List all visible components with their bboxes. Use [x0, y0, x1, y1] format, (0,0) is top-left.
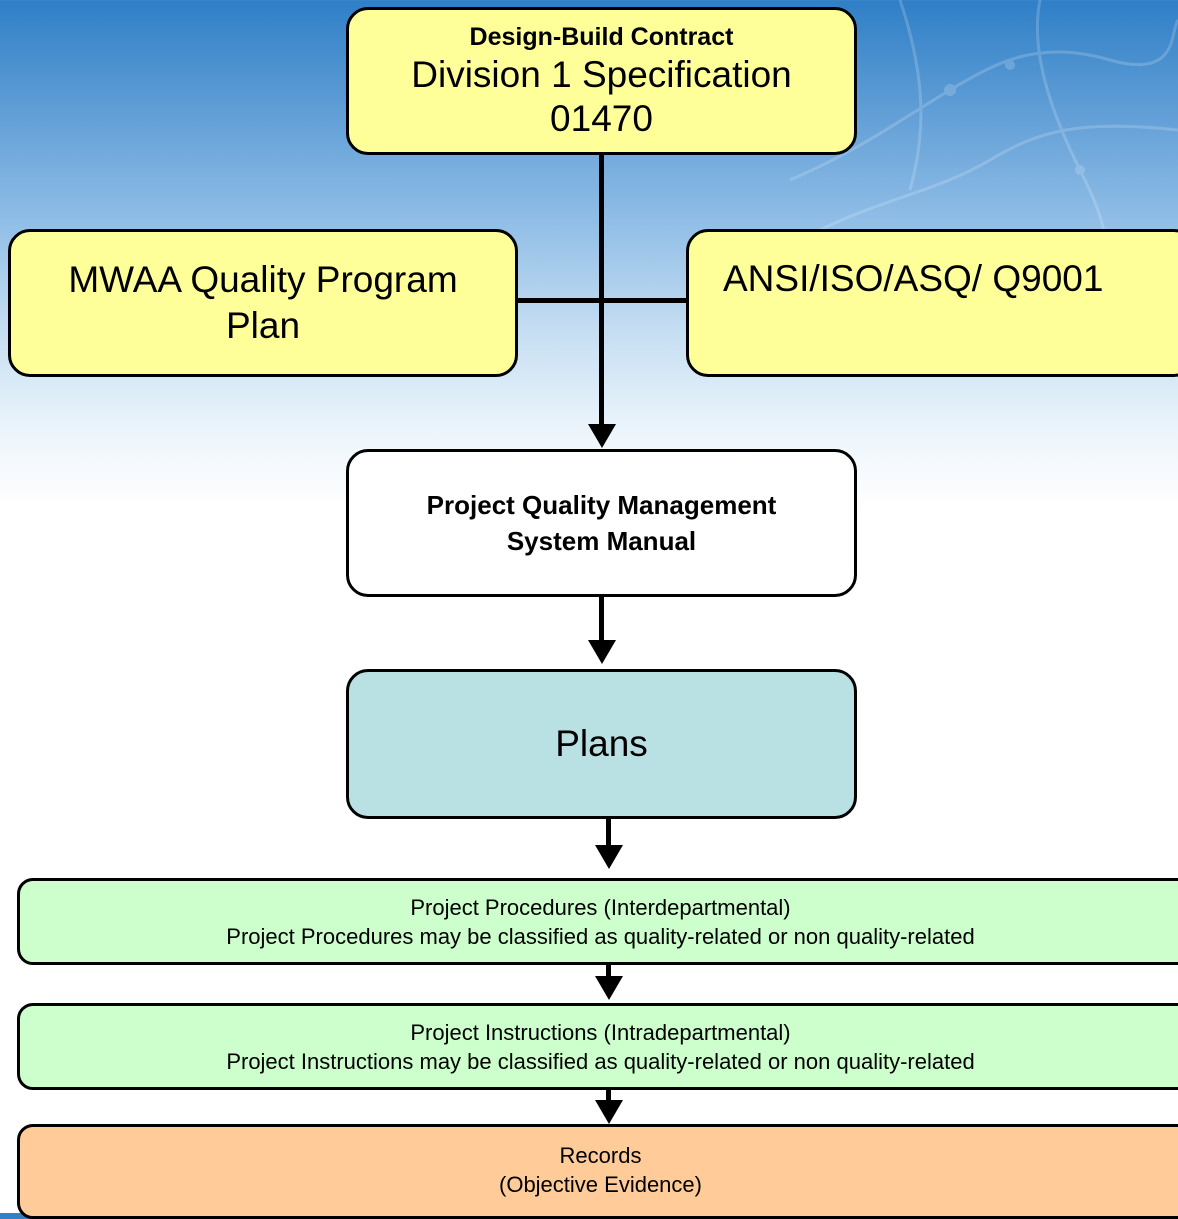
procedures-line-2: Project Procedures may be classified as … [226, 923, 975, 949]
connector-instructions-to-records [606, 1088, 611, 1102]
contract-heading: Design-Build Contract [469, 23, 734, 51]
connector-contract-to-manual [599, 152, 604, 428]
arrowhead-procedures [595, 845, 623, 869]
arrowhead-plans [588, 640, 616, 664]
mwaa-line-2: Plan [225, 305, 301, 346]
ansi-text: ANSI/ISO/ASQ/ Q9001 [723, 258, 1104, 299]
instructions-line-1: Project Instructions (Intradepartmental) [410, 1019, 791, 1045]
procedures-text-group: Project Procedures (Interdepartmental) P… [20, 893, 1178, 951]
instructions-box: Project Instructions (Intradepartmental)… [17, 1003, 1178, 1090]
procedures-box: Project Procedures (Interdepartmental) P… [17, 878, 1178, 965]
instructions-line-2: Project Instructions may be classified a… [226, 1048, 975, 1074]
procedures-line-1: Project Procedures (Interdepartmental) [410, 894, 791, 920]
records-text-group: Records (Objective Evidence) [20, 1141, 1178, 1199]
arrowhead-records [595, 1100, 623, 1124]
instructions-text-group: Project Instructions (Intradepartmental)… [20, 1018, 1178, 1076]
connector-manual-to-plans [599, 595, 604, 643]
connector-plans-to-procedures [606, 818, 611, 848]
manual-line-1: Project Quality Management [426, 490, 777, 520]
records-line-1: Records [559, 1143, 642, 1168]
contract-box: Design-Build Contract Division 1 Specifi… [346, 7, 857, 155]
arrowhead-manual [588, 424, 616, 448]
contract-line-2: 01470 [550, 98, 653, 139]
ansi-iso-box: ANSI/ISO/ASQ/ Q9001 [686, 229, 1178, 377]
connector-side-boxes [516, 298, 688, 303]
plans-box: Plans [346, 669, 857, 819]
mwaa-line-1: MWAA Quality Program [68, 259, 458, 300]
plans-text: Plans [555, 723, 648, 764]
quality-manual-box: Project Quality Management System Manual [346, 449, 857, 597]
records-line-2: (Objective Evidence) [499, 1172, 702, 1197]
arrowhead-instructions [595, 976, 623, 1000]
contract-line-1: Division 1 Specification [411, 54, 792, 95]
manual-line-2: System Manual [506, 526, 697, 556]
mwaa-quality-program-box: MWAA Quality Program Plan [8, 229, 518, 377]
connector-procedures-to-instructions [606, 962, 611, 978]
records-box: Records (Objective Evidence) [17, 1124, 1178, 1219]
